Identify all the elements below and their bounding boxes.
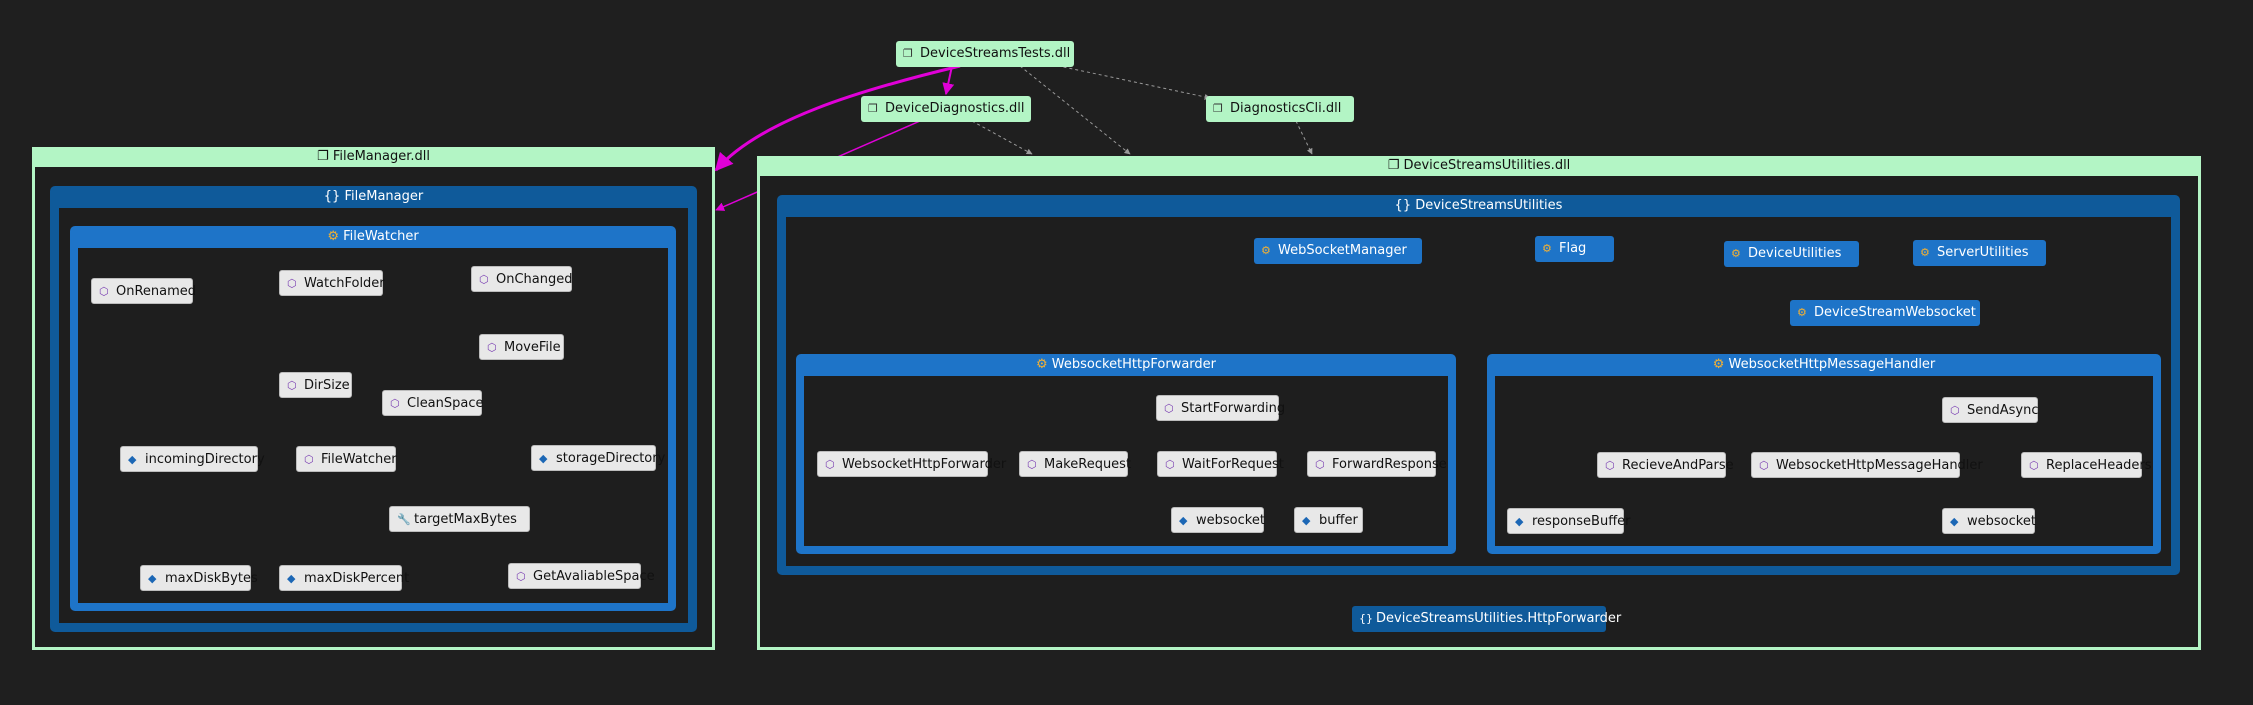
- assembly-icon: ❐: [317, 149, 333, 164]
- node-getavaliablespace[interactable]: ⬡GetAvaliableSpace: [508, 563, 655, 589]
- namespace-icon: {}: [323, 189, 345, 204]
- class-icon: ⚙: [1731, 247, 1741, 260]
- field-icon: ◆: [287, 572, 296, 585]
- field-icon: ◆: [1950, 515, 1959, 528]
- field-icon: ◆: [148, 572, 157, 585]
- method-icon: ⬡: [99, 285, 109, 298]
- node-cleanspace[interactable]: ⬡CleanSpace: [382, 390, 484, 416]
- edge-1: [942, 65, 955, 96]
- node-onchanged[interactable]: ⬡OnChanged: [471, 266, 573, 292]
- node-filewatcher-ctor[interactable]: ⬡FileWatcher: [296, 446, 397, 472]
- node-recieveandparse[interactable]: ⬡RecieveAndParse: [1597, 452, 1734, 478]
- method-icon: ⬡: [516, 570, 526, 583]
- method-icon: ⬡: [1950, 404, 1960, 417]
- edge-0: [714, 64, 961, 172]
- method-icon: ⬡: [825, 458, 835, 471]
- method-icon: ⬡: [287, 277, 297, 290]
- enum-icon: ⚙: [1542, 242, 1552, 255]
- node-waitforrequest[interactable]: ⬡WaitForRequest: [1157, 451, 1284, 477]
- assembly-header-devicestreamsutilities: ❐ DeviceStreamsUtilities.dll: [760, 157, 2198, 175]
- method-icon: ⬡: [1164, 402, 1174, 415]
- node-dirsize[interactable]: ⬡DirSize: [279, 372, 352, 398]
- assembly-icon: ❐: [1213, 102, 1223, 115]
- assembly-icon: ❐: [1387, 158, 1404, 173]
- assembly-diagnosticscli[interactable]: ❐DiagnosticsCli.dll: [1206, 96, 1354, 122]
- node-websockethttpmessagehandler-ctor[interactable]: ⬡WebsocketHttpMessageHandler: [1751, 452, 1983, 478]
- node-sendasync[interactable]: ⬡SendAsync: [1942, 397, 2039, 423]
- method-icon: ⬡: [1605, 459, 1615, 472]
- method-icon: ⬡: [479, 273, 489, 286]
- field-icon: ◆: [1515, 515, 1524, 528]
- namespace-header-filemanager: {} FileManager: [323, 189, 424, 204]
- field-icon: ◆: [128, 453, 137, 466]
- edge-5: [971, 120, 1033, 155]
- node-startforwarding[interactable]: ⬡StartForwarding: [1156, 395, 1285, 421]
- node-targetmaxbytes[interactable]: 🔧targetMaxBytes: [389, 506, 530, 532]
- namespace-icon: {}: [1394, 198, 1416, 213]
- node-serverutilities[interactable]: ⚙ServerUtilities: [1913, 240, 2046, 266]
- class-header-filewatcher: ⚙ FileWatcher: [327, 229, 419, 244]
- node-replaceheaders[interactable]: ⬡ReplaceHeaders: [2021, 452, 2152, 478]
- node-maxdiskpercent[interactable]: ◆maxDiskPercent: [279, 565, 409, 591]
- assembly-devicediagnostics[interactable]: ❐DeviceDiagnostics.dll: [861, 96, 1031, 122]
- class-icon: ⚙: [327, 229, 344, 244]
- node-storagedirectory[interactable]: ◆storageDirectory: [531, 445, 665, 471]
- method-icon: ⬡: [2029, 459, 2039, 472]
- node-incomingdirectory[interactable]: ◆incomingDirectory: [120, 446, 265, 472]
- class-icon: ⚙: [1261, 244, 1271, 257]
- field-icon: ◆: [1179, 514, 1188, 527]
- node-httpforwarder-namespace[interactable]: {}DeviceStreamsUtilities.HttpForwarder: [1352, 606, 1621, 632]
- edge-2: [1019, 65, 1131, 155]
- class-icon: ⚙: [1797, 306, 1807, 319]
- method-icon: ⬡: [1165, 458, 1175, 471]
- method-icon: ⬡: [287, 379, 297, 392]
- class-icon: ⚙: [1920, 246, 1930, 259]
- node-makerequest[interactable]: ⬡MakeRequest: [1019, 451, 1131, 477]
- edge-3: [1039, 61, 1211, 100]
- namespace-icon: {}: [1359, 612, 1373, 625]
- field-icon: ◆: [1302, 514, 1311, 527]
- node-forwardresponse[interactable]: ⬡ForwardResponse: [1307, 451, 1447, 477]
- wrench-icon: 🔧: [397, 513, 411, 526]
- method-icon: ⬡: [1759, 459, 1769, 472]
- class-icon: ⚙: [1712, 357, 1729, 372]
- node-watchfolder[interactable]: ⬡WatchFolder: [279, 270, 385, 296]
- node-forwarder-websocket[interactable]: ◆websocket: [1171, 507, 1265, 533]
- method-icon: ⬡: [1315, 458, 1325, 471]
- method-icon: ⬡: [304, 453, 314, 466]
- node-maxdiskbytes[interactable]: ◆maxDiskBytes: [140, 565, 258, 591]
- node-movefile[interactable]: ⬡MoveFile: [479, 334, 564, 360]
- method-icon: ⬡: [1027, 458, 1037, 471]
- assembly-devicestreamstests[interactable]: ❐DeviceStreamsTests.dll: [896, 41, 1074, 67]
- class-header-websockethttpmessagehandler: ⚙ WebsocketHttpMessageHandler: [1712, 357, 1936, 372]
- assembly-header-filemanager: ❐ FileManager.dll: [35, 148, 712, 166]
- node-devicestreamwebsocket[interactable]: ⚙DeviceStreamWebsocket: [1790, 300, 1980, 326]
- method-icon: ⬡: [390, 397, 400, 410]
- edge-6: [1295, 120, 1313, 155]
- node-deviceutilities[interactable]: ⚙DeviceUtilities: [1724, 241, 1859, 267]
- assembly-icon: ❐: [903, 47, 913, 60]
- class-icon: ⚙: [1035, 357, 1052, 372]
- node-handler-websocket[interactable]: ◆websocket: [1942, 508, 2036, 534]
- namespace-header-devicestreamsutilities: {} DeviceStreamsUtilities: [1394, 198, 1563, 213]
- node-onrenamed[interactable]: ⬡OnRenamed: [91, 278, 196, 304]
- node-flag[interactable]: ⚙Flag: [1535, 236, 1614, 262]
- assembly-icon: ❐: [868, 102, 878, 115]
- node-websockethttpforwarder-ctor[interactable]: ⬡WebsocketHttpForwarder: [817, 451, 1006, 477]
- node-websocketmanager[interactable]: ⚙WebSocketManager: [1254, 238, 1422, 264]
- node-forwarder-buffer[interactable]: ◆buffer: [1294, 507, 1363, 533]
- class-header-websockethttpforwarder: ⚙ WebsocketHttpForwarder: [1035, 357, 1217, 372]
- method-icon: ⬡: [487, 341, 497, 354]
- node-responsebuffer[interactable]: ◆responseBuffer: [1507, 508, 1631, 534]
- field-icon: ◆: [539, 452, 548, 465]
